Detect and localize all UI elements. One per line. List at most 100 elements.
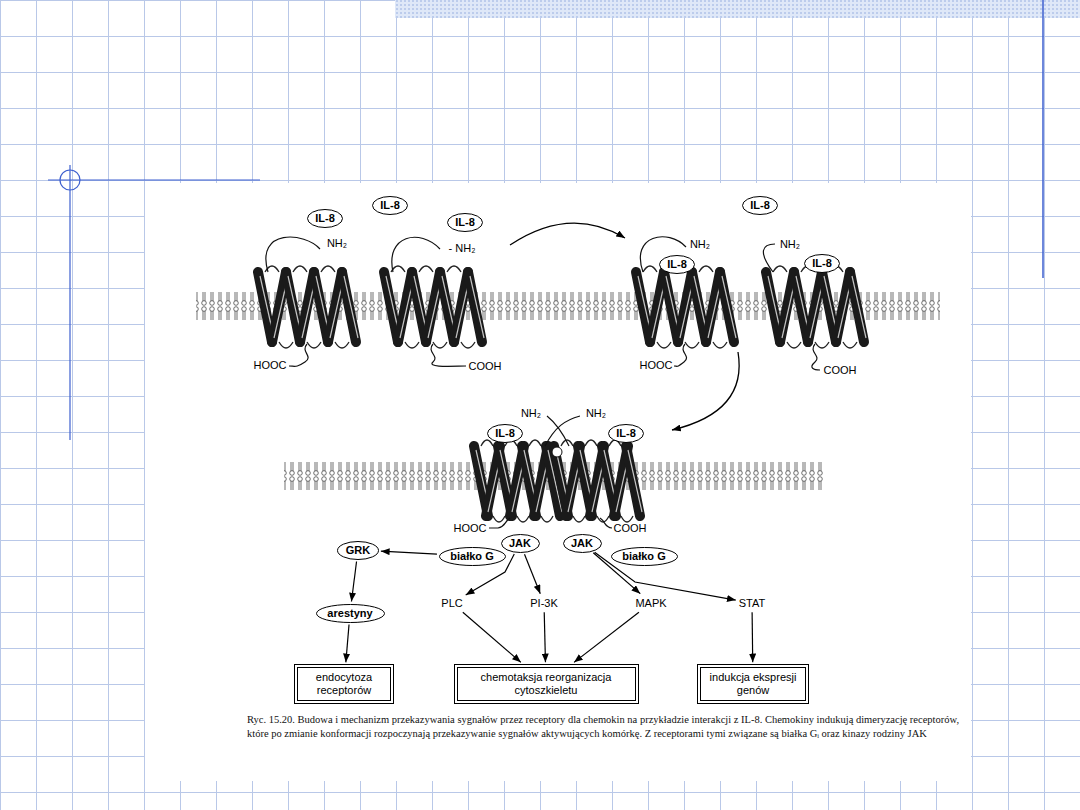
signal-arrow [346, 624, 349, 662]
receptor-loop [321, 266, 335, 272]
grid-line [0, 180, 1080, 181]
node-text: MAPK [635, 597, 666, 610]
receptor-loop [621, 516, 633, 522]
grid-line [0, 108, 1080, 109]
terminus-label: COOH [469, 360, 502, 373]
c-terminus [489, 518, 510, 528]
ellipse-shape [501, 534, 539, 552]
receptor [474, 440, 562, 522]
terminus-label: NH₂ [327, 237, 347, 250]
grid-line [144, 0, 145, 810]
ellipse-node: IL-8 [742, 196, 778, 215]
signal-arrow [752, 612, 754, 662]
receptor [384, 266, 484, 348]
receptor-loop [787, 342, 801, 348]
node-text: PI-3K [530, 597, 558, 610]
ellipse-shape [373, 196, 408, 214]
ellipse-node: białko G [439, 547, 506, 566]
receptor-loop [685, 342, 699, 348]
terminus-label: COOH [824, 364, 857, 377]
grid-line [1008, 0, 1009, 810]
receptor-loop [461, 342, 475, 348]
helix-highlight [470, 276, 484, 338]
ellipse-node: IL-8 [372, 196, 408, 215]
receptor-loop [405, 342, 419, 348]
receptor [636, 266, 736, 348]
ellipse-shape [338, 541, 379, 559]
n-terminus [763, 244, 775, 272]
helix [720, 272, 734, 342]
grid-line [108, 0, 109, 810]
node-text: PLC [441, 597, 462, 610]
c-terminus [289, 344, 308, 366]
pathway-label: STAT [739, 597, 765, 610]
ellipse-shape [448, 213, 483, 231]
outcome-box: endocytoza receptorów [297, 667, 391, 700]
node-text: IL-8 [812, 257, 832, 270]
node-text: IL-8 [380, 199, 400, 212]
terminus-label: COOH [614, 522, 647, 535]
receptor-loop [279, 342, 293, 348]
terminus-label: NH₂ [780, 238, 800, 251]
node-text: JAK [509, 537, 531, 550]
ellipse-shape [660, 255, 695, 273]
node-text: chemotaksja reorganizacja cytoszkieletu [464, 671, 629, 696]
ellipse-shape [805, 254, 840, 272]
grid-line [972, 0, 973, 810]
receptor [258, 266, 358, 348]
c-terminus [812, 344, 820, 370]
n-terminus [266, 237, 320, 272]
ellipse-node: GRK [337, 541, 379, 560]
signal-arrow [524, 554, 540, 593]
receptor [766, 266, 866, 348]
node-text: IL-8 [315, 212, 335, 225]
process-arrow [510, 223, 625, 245]
node-text: indukcja ekspresji genów [707, 671, 799, 696]
signal-arrow [574, 612, 639, 662]
grid-line [0, 0, 1, 810]
accent-circle [60, 170, 80, 190]
helix [468, 272, 482, 342]
receptor-loop [773, 266, 787, 272]
process-arrow [672, 352, 739, 430]
ellipse-node: IL-8 [659, 255, 695, 274]
receptor-loop [419, 266, 433, 272]
grid-line [36, 0, 37, 810]
terminus-label: HOOC [254, 359, 287, 372]
node-text: białko G [622, 550, 665, 563]
receptor [554, 440, 642, 522]
node-text: JAK [571, 537, 593, 550]
receptor-loop [293, 266, 307, 272]
accent-line [1042, 0, 1044, 278]
terminus-label: - NH₂ [449, 242, 476, 255]
pathway-label: PI-3K [530, 597, 558, 610]
ellipse-node: IL-8 [487, 424, 523, 443]
terminus-label: HOOC [454, 522, 487, 535]
receptor-loop [699, 266, 713, 272]
dimer-contact [552, 447, 562, 457]
ellipse-shape [308, 209, 343, 227]
ellipse-shape [609, 424, 644, 442]
ellipse-node: IL-8 [608, 424, 644, 443]
grid-line [0, 792, 1080, 793]
c-terminus [431, 344, 466, 366]
receptor-loop [713, 342, 727, 348]
node-text: IL-8 [750, 199, 770, 212]
helix-highlight [344, 276, 358, 338]
receptor-loop [447, 266, 461, 272]
node-text: arestyny [327, 607, 372, 620]
n-terminus [545, 416, 580, 446]
signal-arrow [544, 612, 545, 662]
receptor-loop [585, 440, 597, 446]
helix-highlight [852, 276, 866, 338]
grid-line [0, 72, 1080, 73]
ellipse-shape [563, 534, 601, 552]
node-text: IL-8 [495, 427, 515, 440]
node-text: IL-8 [616, 427, 636, 440]
grid-line [72, 0, 73, 810]
receptor-loop [493, 516, 505, 522]
helix [850, 272, 864, 342]
